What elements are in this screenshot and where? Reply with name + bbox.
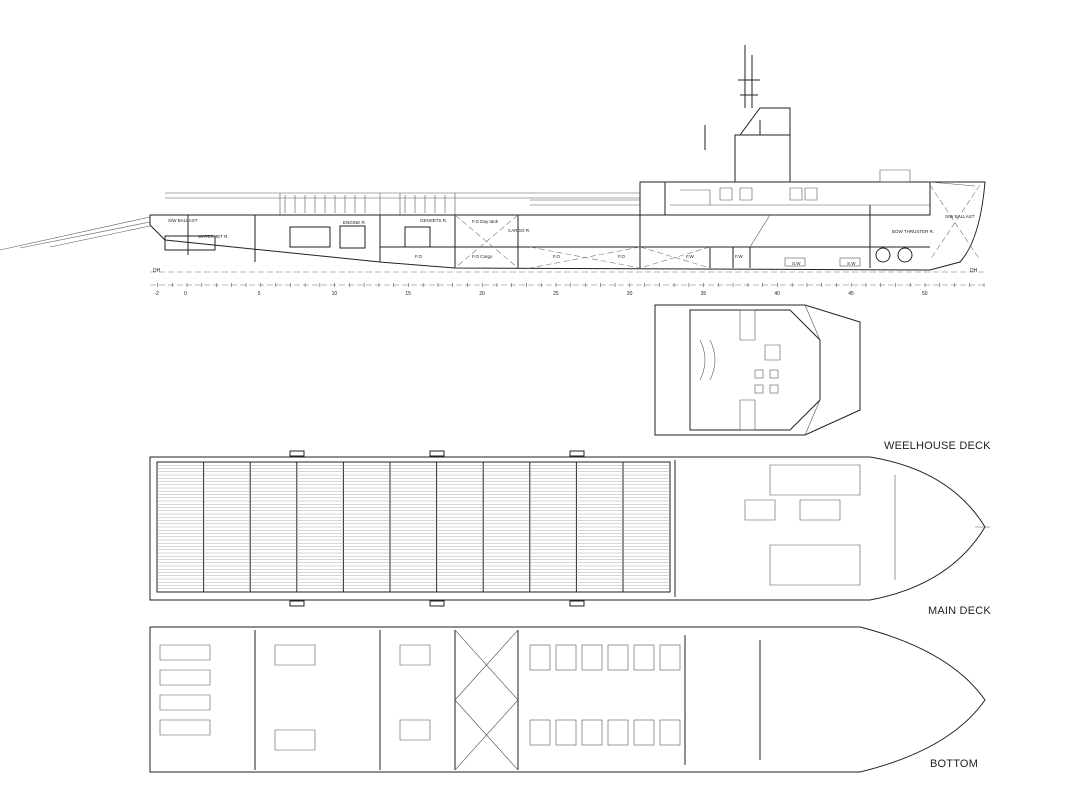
label-sw-ballast-fwd: S/W BALLAST [945, 214, 975, 219]
cabin [659, 644, 681, 671]
label-fo-3: F.O [618, 254, 626, 259]
mast [704, 45, 761, 150]
main-deck-title: MAIN DECK [928, 605, 991, 617]
label-gensets-room: GENSETS R. [420, 218, 447, 223]
cabin [529, 644, 551, 671]
scale-label: 0 [184, 291, 187, 297]
stern-ramp [0, 216, 151, 251]
scale-label: 45 [848, 291, 854, 297]
main-engine [289, 226, 331, 248]
label-fo-2: F.O [553, 254, 561, 259]
crew-cabins [529, 644, 681, 746]
label-fo-1: F.O [415, 254, 423, 259]
superstructure [639, 107, 930, 215]
cabin [607, 644, 629, 671]
label-water-jet-room: WATER JET R. [198, 234, 229, 239]
scale-label: -2 [154, 291, 159, 297]
cabin [581, 719, 603, 746]
label-sw-1: S.W [792, 261, 801, 266]
profile-view: DH DH S/W BALLAST WATER JET R. ENGINE R.… [0, 45, 986, 297]
scale-label: 40 [774, 291, 780, 297]
water-jet-unit [164, 235, 216, 251]
cargo-rail-stanchions [284, 195, 640, 213]
bow-thruster-1 [875, 247, 891, 263]
hull-profile [149, 181, 986, 271]
scale-label: 5 [258, 291, 261, 297]
bottom-outline [149, 626, 986, 773]
cabin [633, 644, 655, 671]
label-cargo-room: CARGO R. [508, 228, 530, 233]
label-fo-day-tank: F.O Day tank [472, 219, 499, 224]
scale-label: 50 [922, 291, 928, 297]
baseline-label-fwd: DH [970, 268, 978, 274]
label-fo-cargo: F.O Cargo [472, 254, 493, 259]
label-sw-ballast-aft: S/W BALLAST [168, 218, 198, 223]
genset [404, 226, 431, 248]
scale-label: 15 [405, 291, 411, 297]
label-fw-2: F.W [735, 254, 744, 259]
baseline-label-aft: DH [153, 268, 161, 274]
wheelhouse-deck-plan [654, 304, 861, 436]
cabin [529, 719, 551, 746]
cabin [581, 644, 603, 671]
bottom-plan [149, 626, 986, 773]
cabin [555, 644, 577, 671]
scale-label: 20 [479, 291, 485, 297]
cabin [659, 719, 681, 746]
label-sw-2: S.W [847, 261, 856, 266]
cabin [607, 719, 629, 746]
label-fw-1: F.W [686, 254, 695, 259]
scale-label: 35 [701, 291, 707, 297]
cabin [633, 719, 655, 746]
label-engine-room: ENGINE R. [343, 220, 366, 225]
scale-label: 10 [332, 291, 338, 297]
main-deck-plan [149, 450, 990, 607]
label-bow-thruster-room: BOW THRUSTER R. [892, 229, 934, 234]
bottom-title: BOTTOM [930, 758, 979, 770]
frame-scale: -2 0 5 10 15 20 25 30 35 40 45 50 [154, 283, 985, 297]
wheelhouse-deck-title: WEELHOUSE DECK [884, 440, 991, 452]
cargo-deck-grid [157, 462, 670, 592]
scale-label: 25 [553, 291, 559, 297]
cabin [555, 719, 577, 746]
bow-thruster-2 [897, 247, 913, 263]
scale-label: 30 [627, 291, 633, 297]
main-engine-2 [339, 225, 366, 249]
